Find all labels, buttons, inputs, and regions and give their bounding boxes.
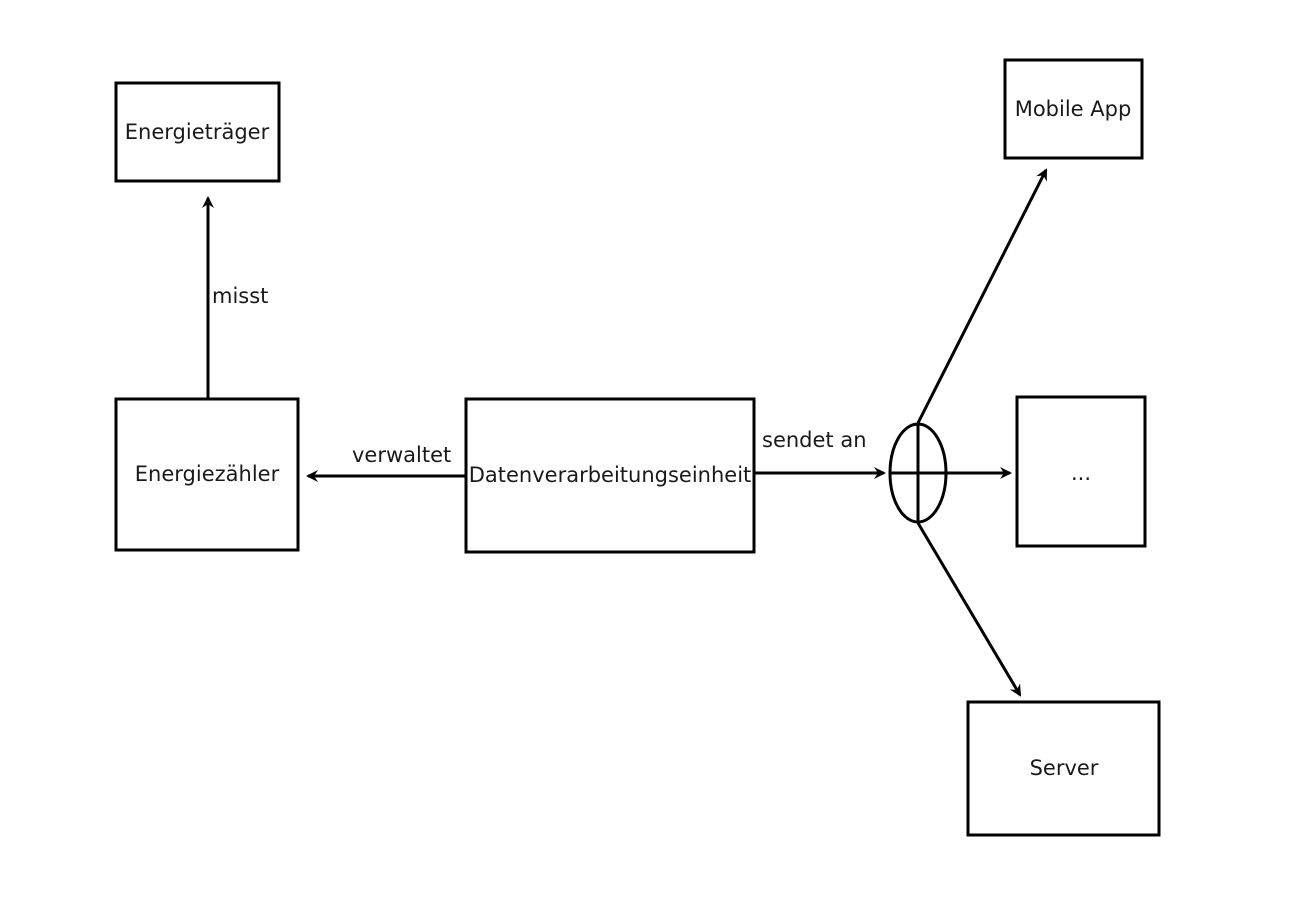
node-label-datenverarbeitungseinheit: Datenverarbeitungseinheit	[469, 463, 752, 487]
node-energietraeger: Energieträger	[114, 81, 281, 183]
edge-to-mobile-app	[916, 168, 1048, 424]
edge-to-server	[916, 522, 1022, 697]
edge-label-verwaltet: verwaltet	[352, 443, 451, 467]
node-datenverarbeitungseinheit: Datenverarbeitungseinheit	[464, 397, 756, 554]
edge-label-sendet-an: sendet an	[762, 428, 867, 452]
node-label-server: Server	[1030, 756, 1099, 780]
node-server: Server	[966, 700, 1161, 837]
node-label-energiezaehler: Energiezähler	[135, 462, 280, 486]
junction-node	[888, 422, 948, 524]
edge-label-misst: misst	[212, 284, 268, 308]
node-more: ...	[1015, 395, 1147, 548]
node-label-mobile-app: Mobile App	[1015, 97, 1132, 121]
node-label-more: ...	[1071, 461, 1091, 485]
node-label-energietraeger: Energieträger	[125, 120, 270, 144]
node-mobile-app: Mobile App	[1003, 58, 1144, 160]
node-energiezaehler: Energiezähler	[114, 397, 300, 552]
